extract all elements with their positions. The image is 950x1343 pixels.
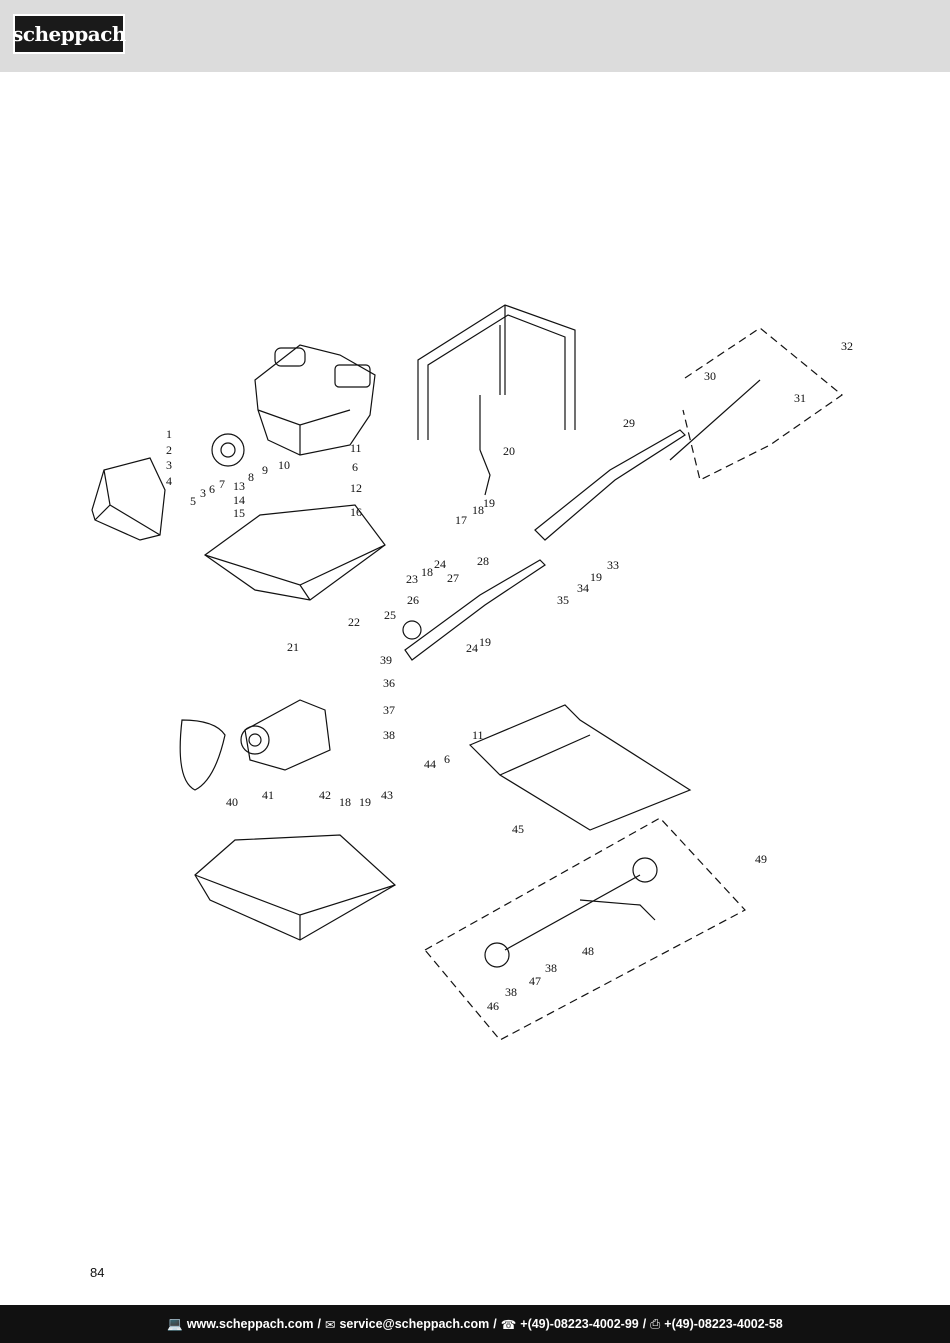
part-label: 33 <box>607 558 619 572</box>
base-cover-drawing <box>203 504 386 601</box>
part-label: 11 <box>350 441 362 455</box>
part-label: 49 <box>755 852 767 866</box>
part-label: 8 <box>248 470 254 484</box>
part-label: 36 <box>383 676 395 690</box>
handle-bar-drawing <box>534 429 686 541</box>
part-label: 38 <box>505 985 517 999</box>
engine-drawing <box>254 344 376 456</box>
part-label: 18 <box>421 565 433 579</box>
part-label: 1 <box>166 427 172 441</box>
part-label: 7 <box>219 477 225 491</box>
part-label: 46 <box>487 999 499 1013</box>
part-label: 21 <box>287 640 299 654</box>
part-label: 20 <box>503 444 515 458</box>
part-label: 31 <box>794 391 806 405</box>
part-label: 19 <box>479 635 491 649</box>
footer-separator: / <box>317 1317 321 1331</box>
fax-icon: ⎙ <box>650 1316 661 1331</box>
wheel-drawing <box>632 857 658 883</box>
part-label: 19 <box>590 570 602 584</box>
logo-text: scheppach <box>12 22 126 46</box>
part-label: 34 <box>577 581 589 595</box>
part-label: 11 <box>472 728 484 742</box>
pulley-drawing <box>211 433 245 467</box>
footer-email[interactable]: service@scheppach.com <box>339 1317 490 1331</box>
part-label: 6 <box>209 482 215 496</box>
part-labels: 1 2 3 4 5 3 6 7 8 9 10 11 6 12 13 14 15 … <box>166 339 853 1013</box>
part-label: 12 <box>350 481 362 495</box>
phone-icon: ☎ <box>500 1317 517 1332</box>
part-label: 25 <box>384 608 396 622</box>
part-label: 19 <box>359 795 371 809</box>
footer-separator: / <box>493 1317 497 1331</box>
part-label: 27 <box>447 571 459 585</box>
part-label: 19 <box>483 496 495 510</box>
part-label: 16 <box>350 505 362 519</box>
part-label: 38 <box>545 961 557 975</box>
part-label: 6 <box>444 752 450 766</box>
part-label: 18 <box>339 795 351 809</box>
part-label: 24 <box>434 557 446 571</box>
part-label: 3 <box>200 486 206 500</box>
rubber-mat-drawing <box>468 704 692 831</box>
part-label: 26 <box>407 593 419 607</box>
footer-phone: +(49)-08223-4002-99 <box>520 1317 639 1331</box>
part-label: 43 <box>381 788 393 802</box>
throttle-cable-drawing <box>669 379 761 461</box>
exploded-view-svg: 1 2 3 4 5 3 6 7 8 9 10 11 6 12 13 14 15 … <box>91 304 853 1041</box>
part-label: 40 <box>226 795 238 809</box>
part-label: 9 <box>262 463 268 477</box>
footer-separator: / <box>642 1317 647 1331</box>
belt-guard-drawing <box>91 457 166 541</box>
part-label: 2 <box>166 443 172 457</box>
part-label: 18 <box>472 503 484 517</box>
scheppach-logo: scheppach <box>12 14 126 54</box>
part-label: 35 <box>557 593 569 607</box>
part-label: 41 <box>262 788 274 802</box>
v-belt-drawing <box>179 719 226 791</box>
wheel-kit-outline <box>424 817 746 1041</box>
part-label: 5 <box>190 494 196 508</box>
part-label: 3 <box>166 458 172 472</box>
part-label: 4 <box>166 474 172 488</box>
page-number: 84 <box>90 1265 105 1280</box>
part-label: 17 <box>455 513 467 527</box>
bottom-plate-drawing <box>194 834 397 941</box>
exciter-drawing <box>244 699 331 771</box>
part-label: 44 <box>424 757 436 771</box>
part-label: 13 <box>233 479 245 493</box>
handle-frame-drawing <box>417 304 576 440</box>
email-icon: ✉ <box>324 1317 336 1332</box>
handle-bracket-drawing <box>404 559 546 661</box>
part-label: 29 <box>623 416 635 430</box>
part-label: 14 <box>233 493 245 507</box>
part-label: 28 <box>477 554 489 568</box>
part-label: 39 <box>380 653 392 667</box>
computer-icon: 💻 <box>167 1316 183 1331</box>
part-label: 6 <box>352 460 358 474</box>
part-label: 10 <box>278 458 290 472</box>
part-label: 22 <box>348 615 360 629</box>
exploded-parts-diagram: 1 2 3 4 5 3 6 7 8 9 10 11 6 12 13 14 15 … <box>80 290 870 1050</box>
part-label: 23 <box>406 572 418 586</box>
page-header: scheppach <box>0 0 950 72</box>
footer-website[interactable]: www.scheppach.com <box>186 1317 314 1331</box>
part-label: 42 <box>319 788 331 802</box>
part-label: 15 <box>233 506 245 520</box>
page-footer: 💻 www.scheppach.com / ✉ service@scheppac… <box>0 1305 950 1343</box>
part-label: 47 <box>529 974 541 988</box>
part-label: 24 <box>466 641 478 655</box>
part-label: 45 <box>512 822 524 836</box>
part-label: 38 <box>383 728 395 742</box>
part-label: 32 <box>841 339 853 353</box>
footer-fax: +(49)-08223-4002-58 <box>664 1317 783 1331</box>
part-label: 37 <box>383 703 395 717</box>
part-label: 48 <box>582 944 594 958</box>
part-label: 30 <box>704 369 716 383</box>
